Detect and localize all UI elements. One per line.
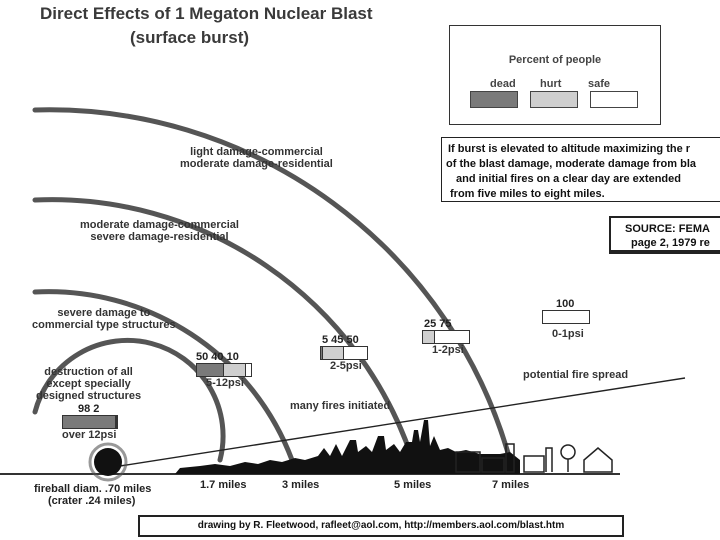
zone-over-12psi: 98 2 over 12psi [62,403,118,441]
bar-segment-safe [434,331,469,343]
label-line: severe damage-residential [90,231,229,243]
legend-label-safe: safe [588,78,611,90]
zone-psi: over 12psi [62,429,117,441]
distance-label: 7 miles [492,479,530,491]
distance-label: 1.7 miles [200,479,247,491]
legend-box: Percent of people dead hurt safe [449,25,661,125]
fire-spread-label: potential fire spread [523,369,629,381]
label-over-12psi-damage: destruction of all except specially desi… [36,366,141,402]
zone-numbers: 50 40 10 [196,351,239,363]
zone-psi: 0-1psi [552,328,584,340]
label-line: moderate damage-commercial [80,219,239,231]
legend-label-dead: dead [490,78,516,90]
zone-numbers: 5 45 50 [322,334,359,346]
credit-footer: drawing by R. Fleetwood, rafleet@aol.com… [138,515,624,537]
zone-psi: 2-5psi [330,360,362,372]
label-5-12psi-damage: severe damage to commercial type structu… [32,307,176,331]
arc-over-12psi [32,338,226,463]
city-skyline [175,420,520,474]
bar-segment-safe [245,364,251,376]
crater-diameter: (crater .24 miles) [48,495,136,507]
fireball-distance-label: fireball diam. .70 miles (crater .24 mil… [34,483,151,507]
fireball [94,448,122,476]
legend-swatch-hurt [530,91,578,108]
label-line: commercial type structures [32,319,176,331]
bar-segment-safe [543,311,589,323]
label-1-2psi-damage: light damage-commercial moderate damage-… [180,146,333,170]
label-line: severe damage to [57,307,151,319]
zone-psi: 1-2psi [432,344,464,356]
diagram-title: Direct Effects of 1 Megaton Nuclear Blas… [40,4,373,23]
note-line: of the blast damage, moderate damage fro… [446,158,697,170]
distance-label: 3 miles [282,479,320,491]
legend-swatch-safe [590,91,638,108]
label-line: light damage-commercial [190,146,323,158]
many-fires-label: many fires initiated [290,400,391,412]
note-line: and initial fires on a clear day are ext… [456,173,681,185]
fireball-diameter: fireball diam. .70 miles [34,483,152,495]
bar-segment-safe [343,347,367,359]
label-line: moderate damage-residential [180,158,333,170]
note-line: If burst is elevated to altitude maximiz… [448,143,691,155]
source-line: SOURCE: FEMA [625,223,710,235]
source-line: page 2, 1979 re [631,237,710,249]
zone-bar [320,346,368,360]
note-line: from five miles to eight miles. [450,188,605,200]
bar-segment-hurt [224,364,246,376]
bar-segment-dead [321,347,324,359]
bar-segment-hurt [115,416,117,428]
fire-spread-line [119,377,686,467]
bar-segment-dead [197,364,224,376]
bar-segment-dead [63,416,116,428]
diagram-subtitle: (surface burst) [130,28,250,47]
zone-bar [62,415,118,429]
zone-0-1psi: 100 0-1psi [542,298,590,340]
zone-numbers: 98 2 [78,403,100,415]
arc-5-12psi [32,289,295,463]
zone-2-5psi: 5 45 50 2-5psi [320,334,368,372]
zone-bar [422,330,470,344]
zone-bar [196,363,252,377]
zone-numbers: 100 [556,298,575,310]
label-line: designed structures [36,390,142,402]
zone-1-2psi: 25 75 1-2psi [422,318,470,356]
zone-numbers: 25 75 [424,318,452,330]
label-line: destruction of all [44,366,133,378]
arc-2-5psi [32,197,415,461]
elevated-burst-note: If burst is elevated to altitude maximiz… [441,137,720,202]
legend-heading: Percent of people [508,54,602,66]
label-2-5psi-damage: moderate damage-commercial severe damage… [80,219,239,243]
zone-bar [542,310,590,324]
source-box: SOURCE: FEMA page 2, 1979 re [609,216,720,254]
zone-psi: 5-12psi [206,377,244,389]
legend-label-hurt: hurt [540,78,562,90]
label-line: except specially [46,378,131,390]
legend-swatch-dead [470,91,518,108]
bar-segment-hurt [423,331,435,343]
zone-5-12psi: 50 40 10 5-12psi [196,351,252,389]
arc-1-2psi [32,107,513,463]
bar-segment-hurt [323,347,344,359]
distance-label: 5 miles [394,479,432,491]
